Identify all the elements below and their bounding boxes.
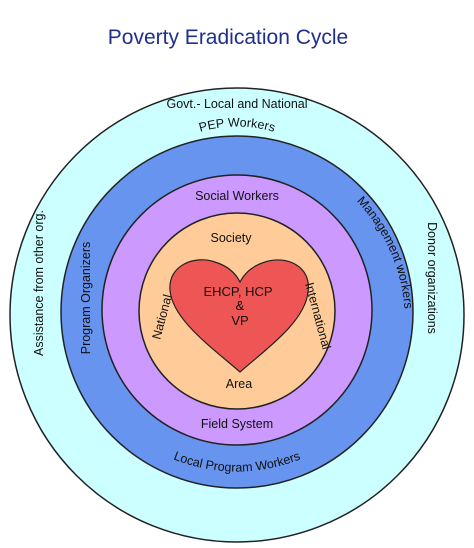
page-title: Poverty Eradication Cycle bbox=[108, 26, 348, 49]
heart-shape bbox=[169, 259, 309, 373]
heart-label-line3: VP bbox=[231, 313, 248, 328]
fourth-ring-top-label: Society bbox=[211, 231, 253, 245]
fourth-ring-bottom-label: Area bbox=[226, 377, 252, 391]
outer-ring-right-label: Donor organizations bbox=[425, 222, 439, 334]
second-ring-left-label: Program Organizers bbox=[79, 242, 93, 355]
heart-label-line1: EHCP, HCP bbox=[203, 284, 272, 299]
second-ring-top-text: PEP Workers bbox=[197, 115, 276, 134]
third-ring-bottom-label: Field System bbox=[201, 417, 273, 431]
outer-ring-top-label: Govt.- Local and National bbox=[166, 97, 307, 111]
outer-ring-left-label: Assistance from other org. bbox=[32, 210, 46, 356]
third-ring-top-label: Social Workers bbox=[195, 189, 279, 203]
heart-label-line2: & bbox=[236, 298, 245, 313]
second-ring-top-label: PEP Workers bbox=[197, 115, 276, 134]
